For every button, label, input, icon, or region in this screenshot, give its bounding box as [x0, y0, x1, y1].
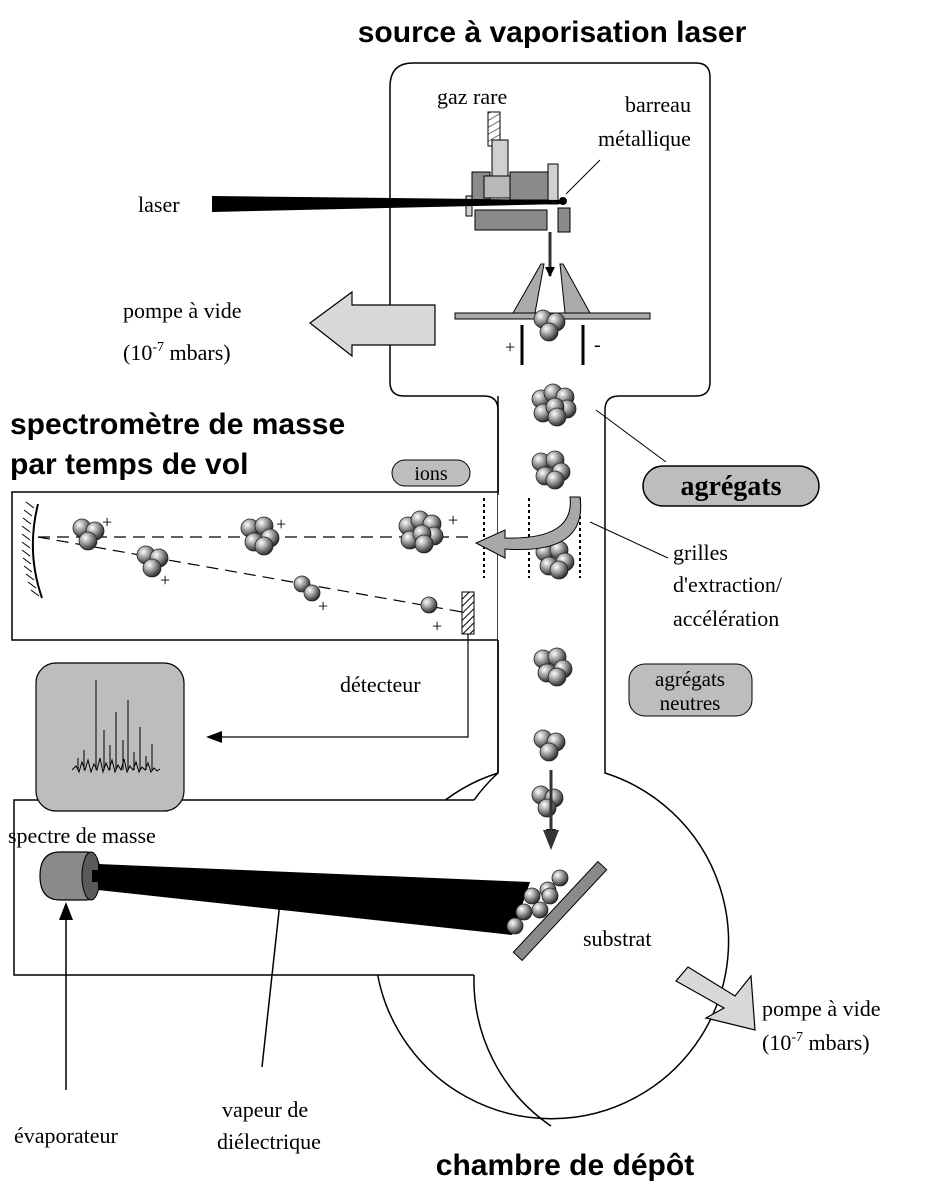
plus-sign-ion-4: + — [160, 570, 170, 590]
spectrum-label: spectre de masse — [8, 823, 156, 848]
title-source: source à vaporisation laser — [358, 16, 747, 49]
ions-badge — [391, 459, 471, 487]
neutral-clusters-badge — [628, 663, 753, 717]
title-spectrometer-line1: spectromètre de masse — [10, 408, 345, 441]
cluster-in-skimmer — [533, 309, 566, 342]
plus-sign-ion-2: + — [276, 514, 286, 534]
minus-sign-plate: - — [594, 334, 601, 356]
mass-spectrum-panel — [35, 662, 185, 812]
plus-sign-ion-5: + — [318, 596, 328, 616]
ion-cluster-2 — [240, 516, 280, 556]
plus-sign-ion-6: + — [432, 616, 442, 636]
pump-top-line1: pompe à vide — [123, 298, 242, 323]
cluster-beam-4 — [533, 647, 573, 687]
plus-sign-ion-3: + — [448, 510, 458, 530]
evaporator — [39, 851, 101, 901]
detector-signal-line — [215, 634, 469, 738]
substrate-label: substrat — [583, 926, 651, 951]
laser-beam — [212, 196, 563, 212]
pump-arrow-bottom — [675, 966, 756, 1031]
evaporator-label: évaporateur — [14, 1123, 118, 1148]
gas-label: gaz rare — [437, 84, 507, 109]
ion-cluster-3 — [398, 510, 444, 554]
ion-path-lower — [37, 536, 463, 613]
clusters-badge — [642, 465, 820, 507]
plus-sign-plate: + — [505, 337, 515, 357]
laser-label: laser — [138, 192, 180, 217]
title-spectrometer-line2: par temps de vol — [10, 448, 248, 481]
tof-box-outline — [11, 491, 498, 641]
rod-label-line1: barreau — [625, 92, 691, 117]
clusters-pointer — [595, 409, 667, 463]
rod-pointer-line — [565, 159, 601, 195]
cluster-beam-6 — [531, 785, 564, 818]
plus-sign-ion-1: + — [102, 512, 112, 532]
rod-label-line2: métallique — [598, 126, 691, 151]
ion-cluster-1 — [72, 518, 105, 551]
mass-spectrum-trace — [71, 680, 161, 774]
pump-bottom-line1: pompe à vide — [762, 996, 881, 1021]
detector — [461, 591, 475, 635]
grids-label-line2: d'extraction/ — [673, 572, 783, 597]
substrate — [512, 860, 608, 962]
title-chamber: chambre de dépôt — [436, 1149, 694, 1182]
vacuum-enclosure-outline — [373, 62, 730, 1120]
vapor-label-line1: vapeur de — [222, 1097, 308, 1122]
grids-label-line3: accélération — [673, 606, 779, 631]
pump-top-line2: (10-7 mbars) — [123, 340, 231, 365]
dielectric-vapor-beam — [98, 864, 530, 935]
ion-single — [420, 596, 438, 614]
pump-arrow-top — [309, 290, 436, 358]
reflectron-mirror — [31, 503, 43, 599]
cluster-beam-5 — [533, 729, 566, 762]
deposited-clusters — [506, 869, 569, 935]
clusters-label: agrégats — [680, 471, 781, 502]
neutral-label-line2: neutres — [660, 691, 721, 715]
extraction-curved-arrow — [474, 496, 582, 559]
neutral-label-line1: agrégats — [655, 667, 725, 691]
detector-label: détecteur — [340, 672, 421, 697]
ions-label: ions — [414, 463, 448, 485]
evaporator-arm-outline — [13, 799, 474, 976]
grids-pointer — [589, 521, 669, 559]
cluster-beam-2 — [531, 450, 571, 490]
vapor-arrow — [261, 901, 281, 1068]
pump-bottom-line2: (10-7 mbars) — [762, 1030, 870, 1055]
vapor-label-line2: diélectrique — [217, 1129, 321, 1154]
laser-source-assembly — [465, 111, 571, 233]
ion-cluster-5 — [293, 575, 321, 602]
cluster-beam-1 — [531, 383, 577, 427]
grids-label-line1: grilles — [673, 540, 728, 565]
